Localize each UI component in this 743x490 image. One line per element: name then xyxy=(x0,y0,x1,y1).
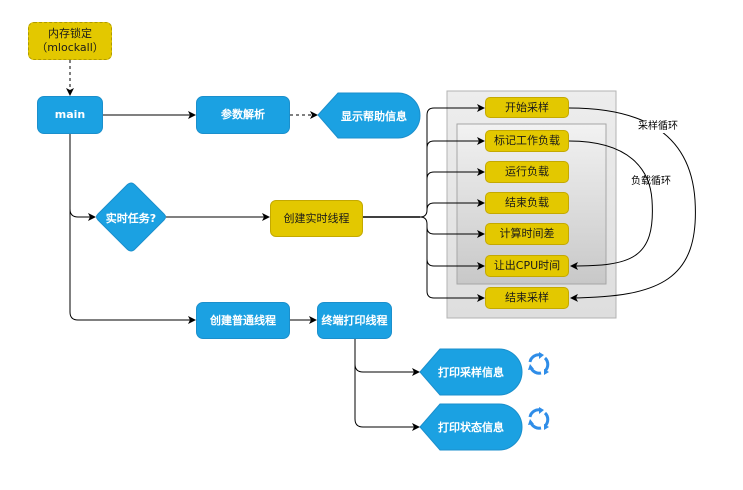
sample-loop-label: 采样循环 xyxy=(638,121,678,133)
step-start-sampling[interactable]: 开始采样 xyxy=(485,97,569,118)
step-label: 标记工作负载 xyxy=(494,134,560,147)
edge-bus-down xyxy=(419,216,485,302)
sample-loop-arrow xyxy=(568,107,696,302)
edge-main-rt xyxy=(69,208,96,221)
step-label: 运行负载 xyxy=(505,165,549,178)
mlockall-title: 内存锁定 xyxy=(48,27,92,40)
create-rt-thread-node[interactable]: 创建实时线程 xyxy=(270,200,363,237)
edge-bus-up xyxy=(419,104,485,218)
step-label: 计算时间差 xyxy=(499,227,555,240)
terminal-print-thread-label: 终端打印线程 xyxy=(321,313,388,327)
terminal-print-thread-node[interactable]: 终端打印线程 xyxy=(317,302,392,339)
create-normal-thread-label: 创建普通线程 xyxy=(210,313,276,327)
show-help-shape[interactable] xyxy=(317,92,421,139)
refresh-icon xyxy=(528,352,550,375)
step-run-load[interactable]: 运行负载 xyxy=(485,161,569,183)
step-yield-cpu[interactable]: 让出CPU时间 xyxy=(485,255,569,277)
parse-args-node[interactable]: 参数解析 xyxy=(196,96,290,134)
refresh-icon xyxy=(528,407,550,430)
step-end-sampling[interactable]: 结束采样 xyxy=(485,287,569,309)
edge-terminal-sample xyxy=(354,339,420,376)
create-rt-thread-label: 创建实时线程 xyxy=(283,211,350,225)
step-compute-time-diff[interactable]: 计算时间差 xyxy=(485,223,569,245)
step-label: 结束负载 xyxy=(505,196,549,209)
step-label: 开始采样 xyxy=(505,100,549,114)
edge-bus-step5 xyxy=(426,226,485,238)
print-sample-label: 打印采样信息 xyxy=(438,366,504,379)
rt-task-label: 实时任务? xyxy=(105,211,157,225)
edge-bus-step2 xyxy=(426,137,485,149)
mlockall-node[interactable]: 内存锁定 （mlockall） xyxy=(28,22,112,60)
edge-main-down xyxy=(69,134,196,324)
create-normal-thread-node[interactable]: 创建普通线程 xyxy=(196,302,290,339)
step-label: 结束采样 xyxy=(505,291,549,304)
main-node[interactable]: main xyxy=(37,96,103,134)
step-label: 让出CPU时间 xyxy=(493,259,561,272)
print-status-label: 打印状态信息 xyxy=(438,421,504,434)
load-loop-arrow xyxy=(568,140,653,270)
load-loop-label: 负载循环 xyxy=(631,176,671,187)
show-help-label: 显示帮助信息 xyxy=(341,109,407,123)
rt-task-decision[interactable] xyxy=(96,182,166,252)
mlockall-subtitle: （mlockall） xyxy=(36,41,104,54)
step-end-load[interactable]: 结束负载 xyxy=(485,192,569,214)
edge-terminal-status xyxy=(354,364,420,431)
parse-args-label: 参数解析 xyxy=(221,108,265,121)
print-sample-shape[interactable] xyxy=(419,348,523,396)
print-status-shape[interactable] xyxy=(419,403,523,451)
edge-bus-step3 xyxy=(426,168,485,180)
main-label: main xyxy=(54,108,86,121)
edge-bus-step6 xyxy=(426,258,485,270)
step-mark-workload[interactable]: 标记工作负载 xyxy=(485,130,569,152)
edge-bus-step4 xyxy=(426,199,485,211)
